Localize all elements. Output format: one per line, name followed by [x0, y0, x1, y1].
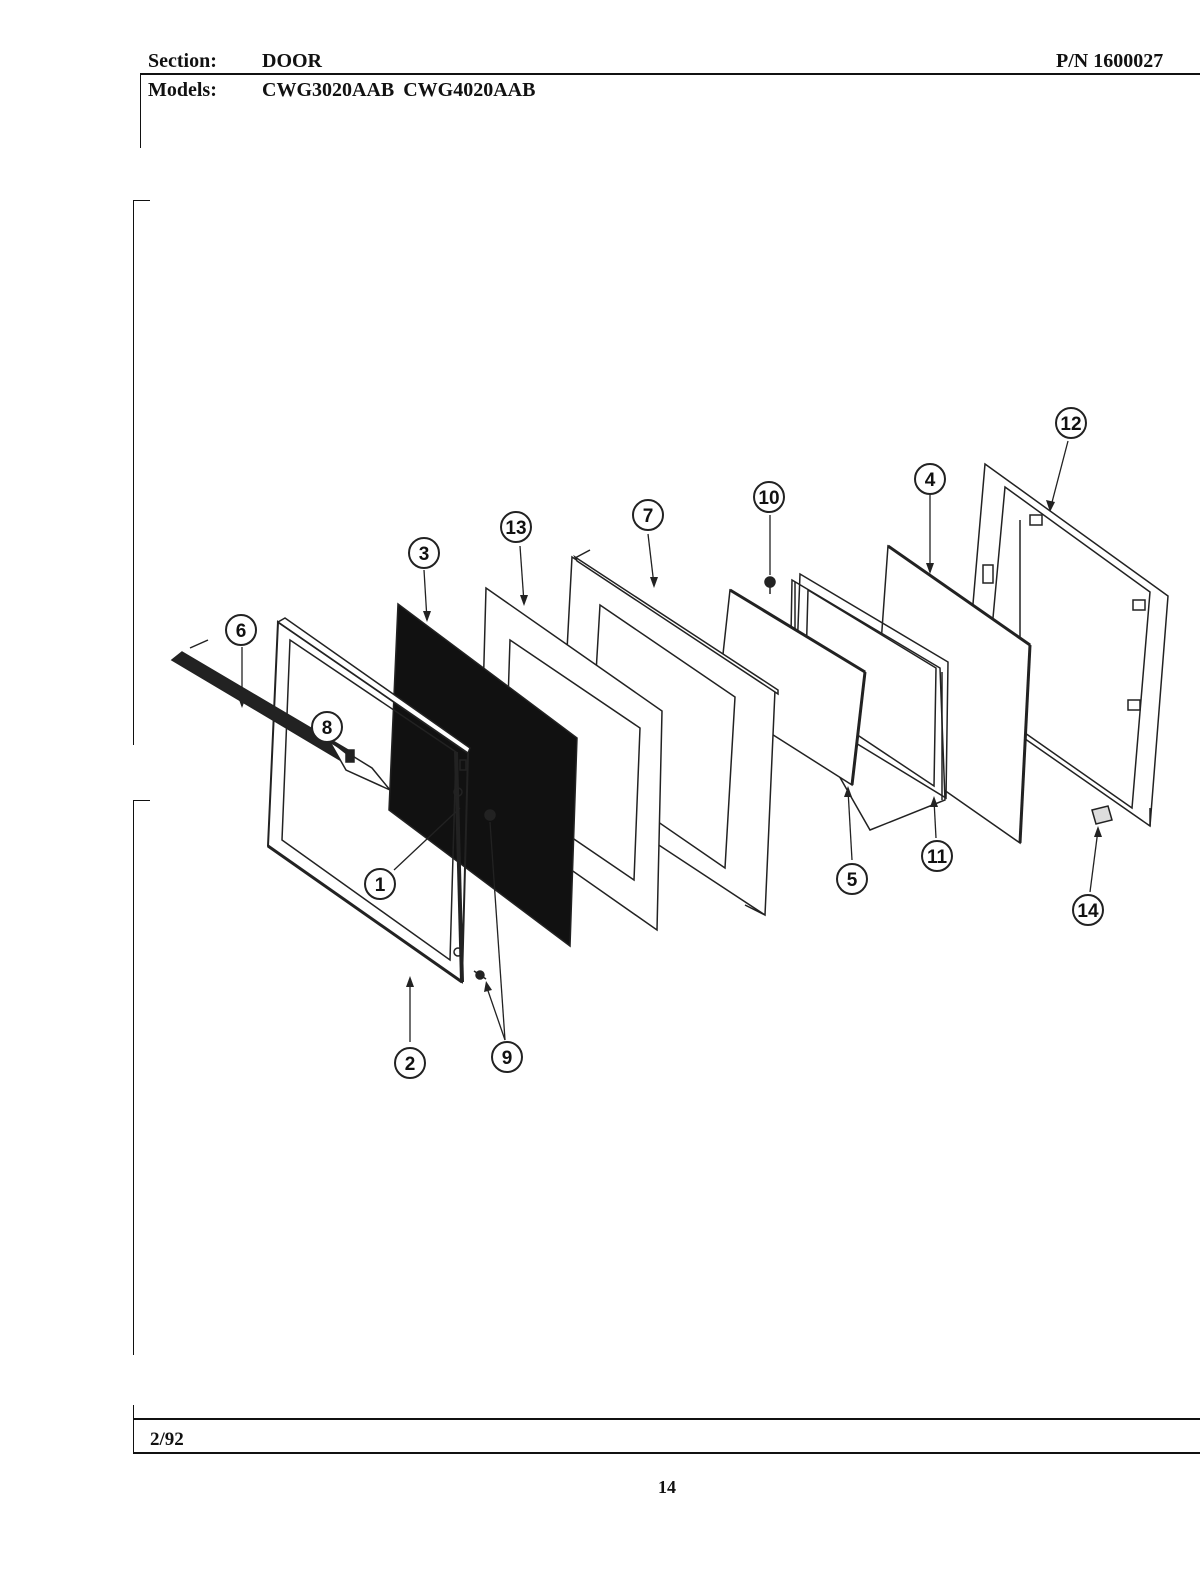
footer-date: 2/92: [150, 1429, 184, 1450]
left-frame-lower: [133, 800, 134, 1355]
inner-glass-pane: [873, 544, 1032, 845]
callout-label-6: 6: [236, 621, 247, 642]
callout-label-14: 14: [1077, 901, 1099, 922]
callout-label-2: 2: [405, 1054, 416, 1075]
callout-label-11: 11: [927, 847, 948, 868]
callout-label-10: 10: [758, 488, 779, 509]
page-number: 14: [658, 1477, 676, 1497]
callout-6: [225, 614, 257, 646]
callout-label-3: 3: [419, 544, 430, 565]
callout-label-9: 9: [502, 1048, 513, 1069]
callout-label-5: 5: [847, 870, 858, 891]
footer-left-rule: [133, 1405, 134, 1453]
callout-label-12: 12: [1060, 414, 1081, 435]
callout-9: [491, 1041, 523, 1073]
callout-8: [311, 711, 343, 743]
callout-2: [394, 1047, 426, 1079]
callout-labels: 1 2 3 4 5 6 7 8 9 10 11 12 13 14: [236, 414, 1099, 1075]
section-label: Section:: [148, 50, 217, 72]
footer-rule-bottom: [133, 1452, 1200, 1454]
door-front-frame: [266, 617, 471, 984]
callout-label-1: 1: [375, 875, 386, 896]
middle-glass-pane: [717, 588, 867, 787]
part-number: P/N 1600027: [1056, 50, 1164, 72]
callout-label-13: 13: [505, 518, 526, 539]
callout-13: [500, 511, 532, 543]
models-label: Models:: [148, 79, 217, 101]
callouts: [225, 407, 1104, 1079]
leader-lines: [241, 440, 1099, 1042]
left-frame-lower-tick: [133, 800, 150, 801]
screws-9: [473, 809, 496, 980]
screw-10: [764, 576, 776, 594]
header-rule: [140, 73, 1200, 75]
callout-label-8: 8: [322, 718, 333, 739]
leader-arrowheads: [238, 500, 1102, 992]
footer-rule-top: [133, 1418, 1200, 1420]
outer-black-glass: [388, 602, 578, 948]
callout-5: [836, 863, 868, 895]
callout-14: [1072, 894, 1104, 926]
left-frame-upper-tick: [133, 200, 150, 201]
callout-1: [364, 868, 396, 900]
callout-3: [408, 537, 440, 569]
models-value: CWG3020AAB CWG4020AAB: [262, 79, 536, 101]
handle-screw-8: [345, 749, 355, 763]
callout-10: [753, 481, 785, 513]
callout-label-4: 4: [925, 470, 936, 491]
callout-11: [921, 840, 953, 872]
header-left-rule: [140, 73, 141, 148]
section-value: DOOR: [262, 50, 322, 72]
door-handle: [170, 639, 391, 791]
callout-7: [632, 499, 664, 531]
callout-4: [914, 463, 946, 495]
left-frame-upper: [133, 200, 134, 745]
callout-12: [1055, 407, 1087, 439]
callout-label-7: 7: [643, 506, 654, 527]
